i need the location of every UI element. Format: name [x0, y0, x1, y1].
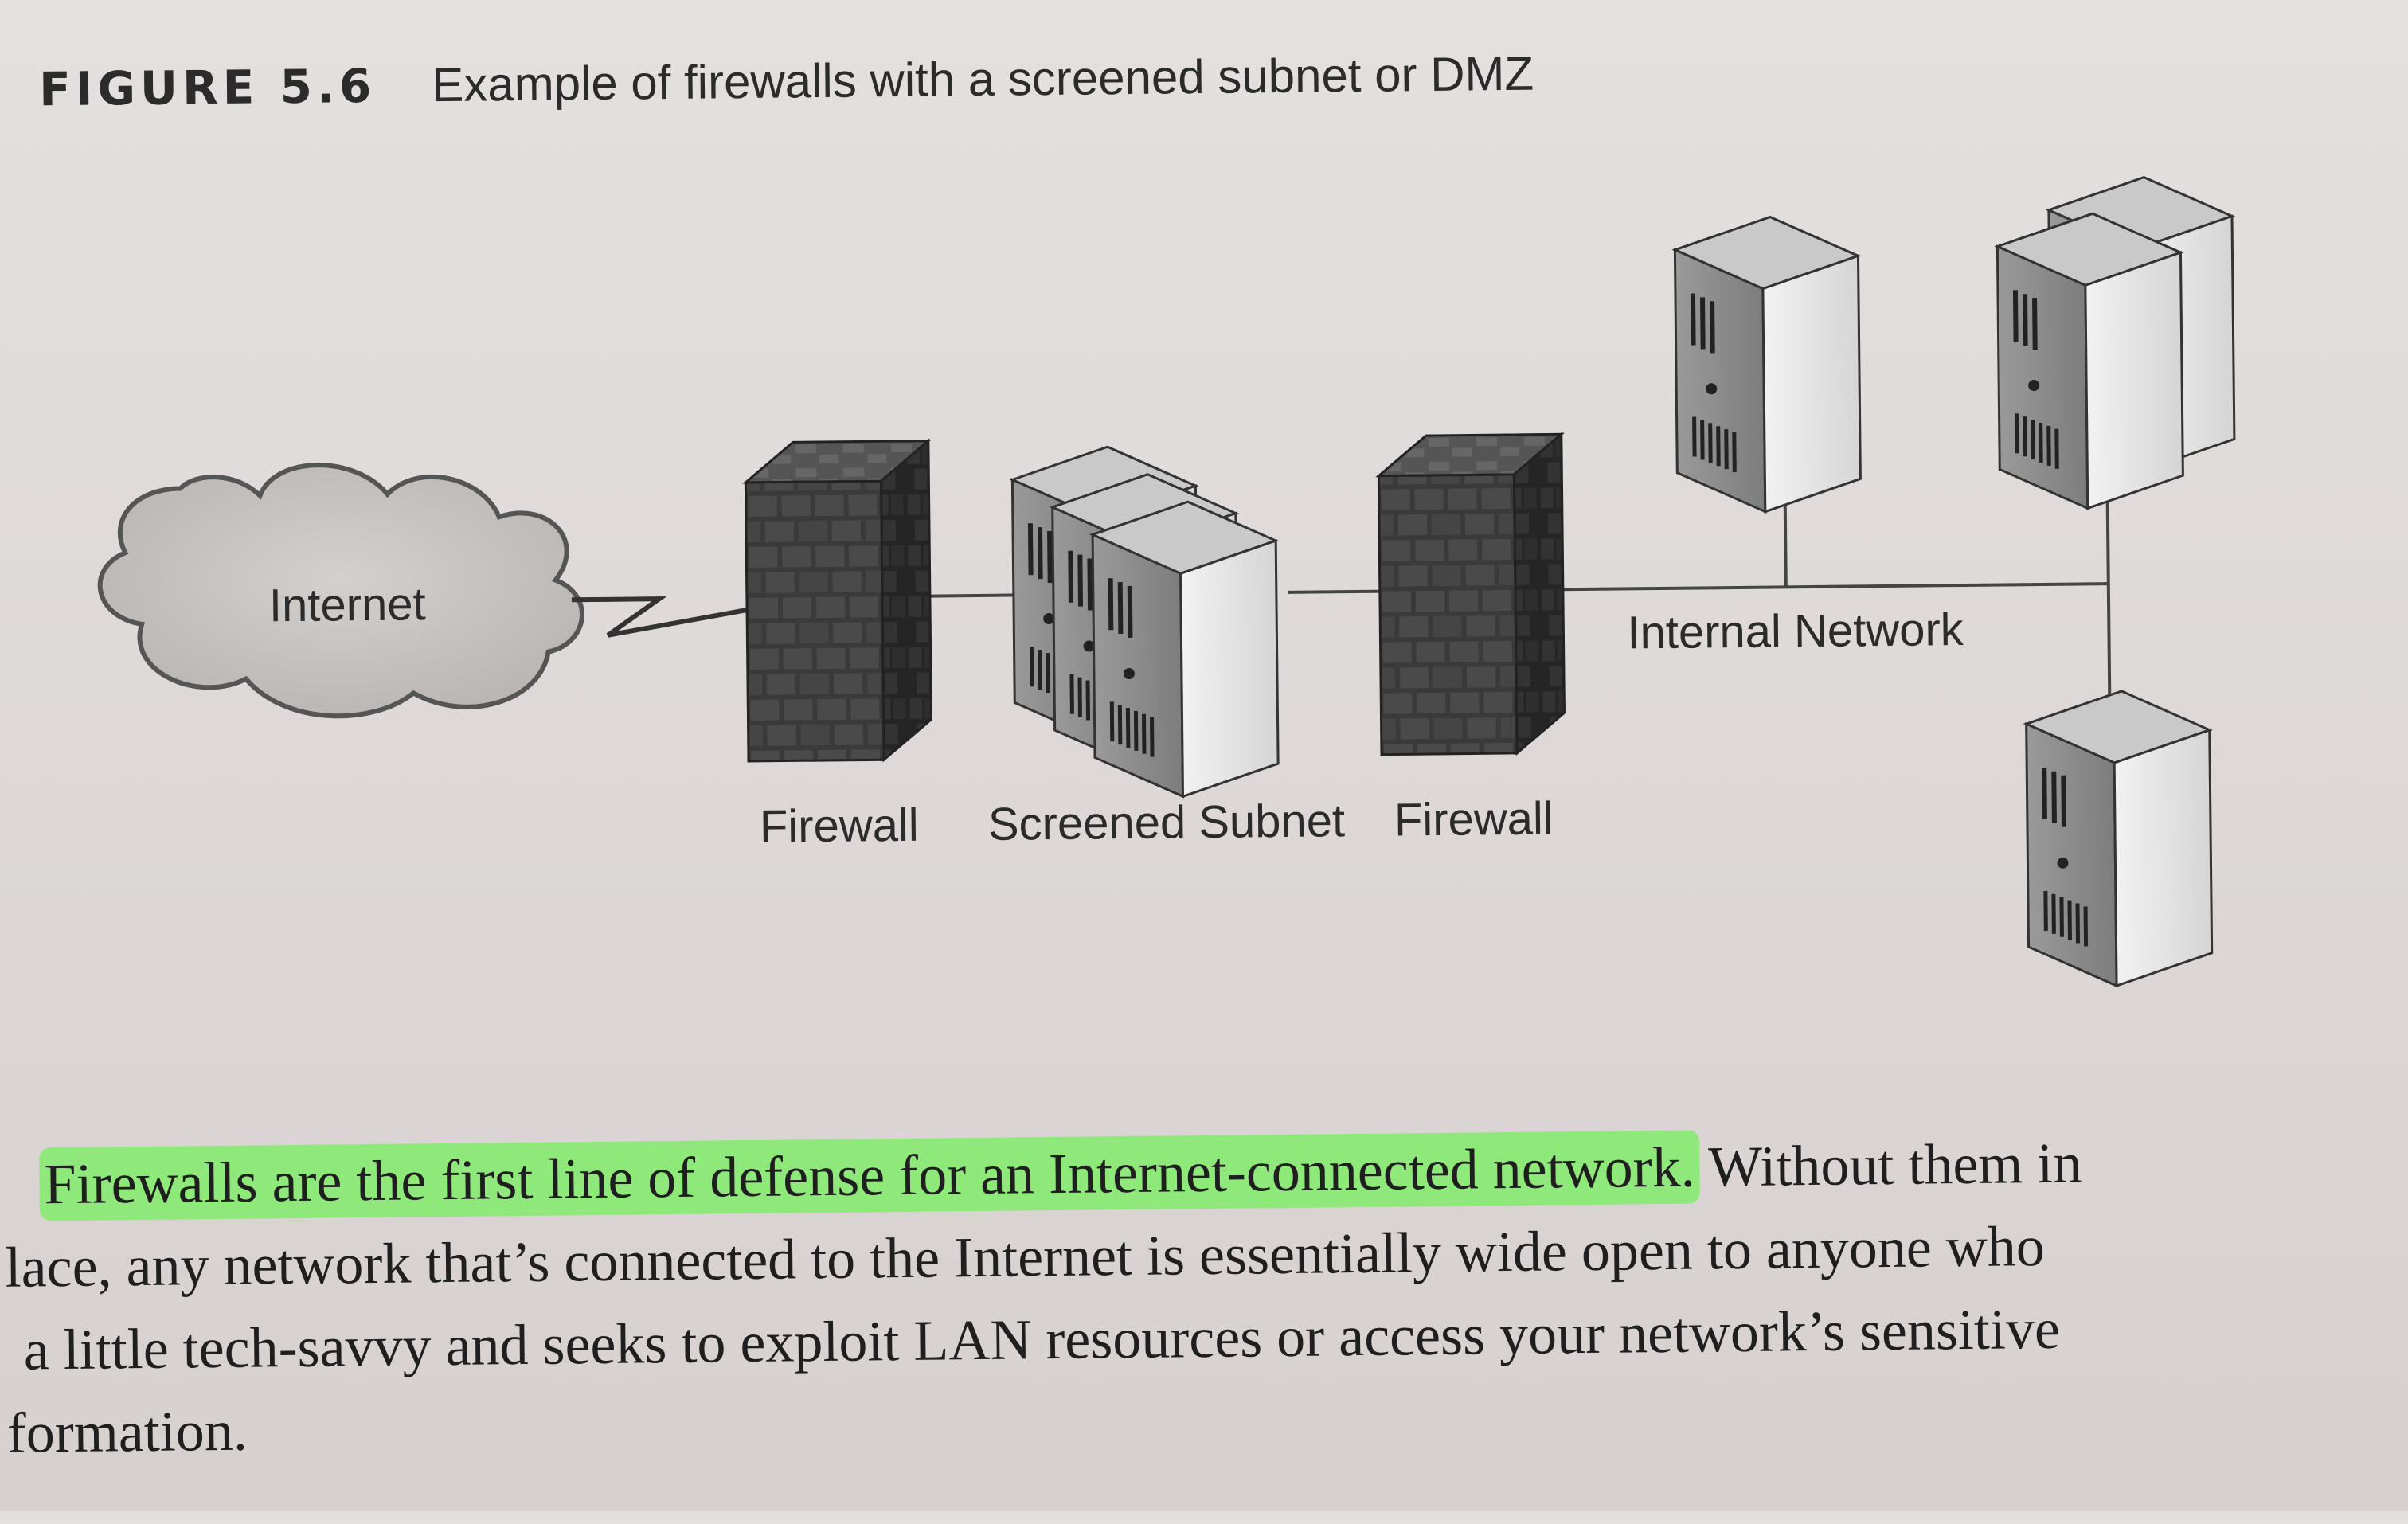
body-paragraph: Firewalls are the first line of defense …	[4, 1119, 2364, 1475]
internal-bus	[1550, 582, 2109, 592]
internal-network-label: Internal Network	[1627, 604, 1964, 658]
screened-subnet-label: Screened Subnet	[988, 795, 1346, 850]
internal-server-icon	[1675, 216, 1861, 512]
firewall-left-icon	[744, 440, 933, 763]
body-line-rest: Without them in	[1695, 1131, 2082, 1199]
firewall-right-label: Firewall	[1394, 792, 1554, 846]
internal-server-icon	[2026, 690, 2212, 987]
firewall-left-label: Firewall	[760, 799, 919, 853]
highlighted-sentence: Firewalls are the first line of defense …	[44, 1135, 1696, 1217]
internal-server-icon	[1997, 213, 2183, 509]
firewall-right-icon	[1377, 432, 1566, 756]
internet-label: Internet	[269, 578, 426, 631]
internet-cloud	[97, 463, 584, 719]
dmz-diagram: Internet Firewall Screened Subnet Firewa…	[97, 0, 2408, 1127]
dmz-server-icon	[1093, 501, 1279, 797]
wan-link	[571, 596, 748, 638]
